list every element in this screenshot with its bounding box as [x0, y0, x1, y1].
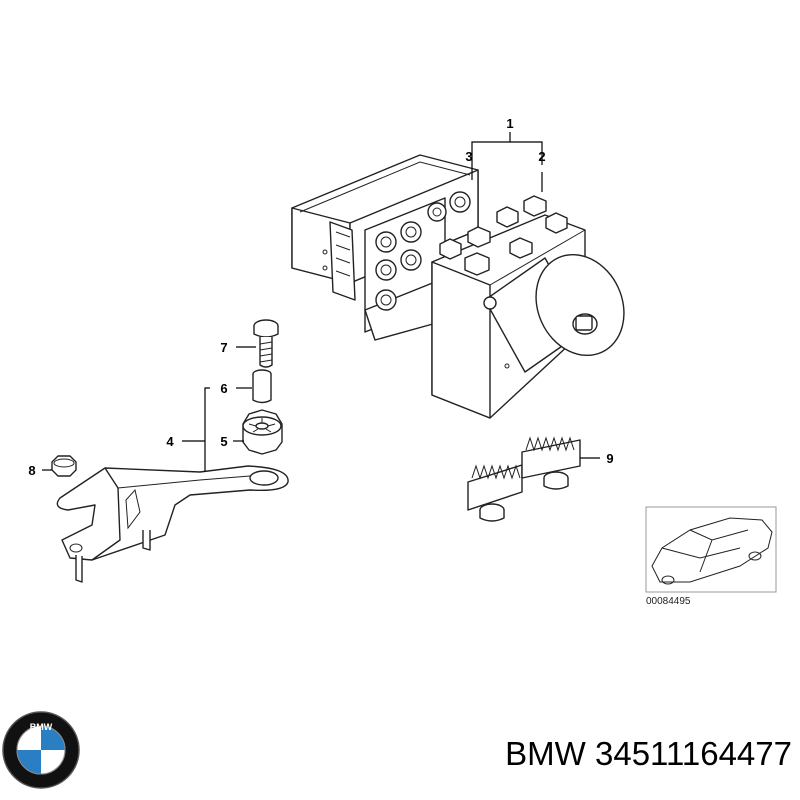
port-fittings [375, 191, 471, 311]
brand-name: BMW [505, 735, 586, 772]
sleeve-part-6 [252, 369, 272, 404]
abs-hydraulic-unit [291, 154, 625, 419]
part-caption: BMW 34511164477 [398, 735, 792, 773]
callout-8: 8 [28, 463, 35, 478]
bmw-logo: BMW [2, 711, 80, 789]
callout-1: 1 [506, 116, 513, 131]
bolt-part-7 [253, 319, 279, 368]
pump-motor [483, 253, 625, 373]
damper-pads-part-9 [467, 436, 581, 522]
callout-7: 7 [220, 340, 227, 355]
vehicle-thumbnail: 00084495 [645, 506, 777, 607]
thumbnail-code: 00084495 [646, 596, 691, 607]
screw-part-8 [51, 455, 77, 477]
bracket-part-4 [56, 465, 289, 583]
hex-plugs [439, 195, 568, 276]
bmw-logo-lettering: BMW [30, 722, 53, 732]
callout-9: 9 [606, 451, 613, 466]
callout-5: 5 [220, 434, 227, 449]
callout-3: 3 [465, 149, 472, 164]
callout-leaders [42, 132, 600, 472]
rubber-mount-part-5 [242, 409, 283, 455]
callout-6: 6 [220, 381, 227, 396]
callout-4: 4 [166, 434, 174, 449]
part-number: 34511164477 [595, 735, 792, 772]
callout-2: 2 [538, 149, 545, 164]
